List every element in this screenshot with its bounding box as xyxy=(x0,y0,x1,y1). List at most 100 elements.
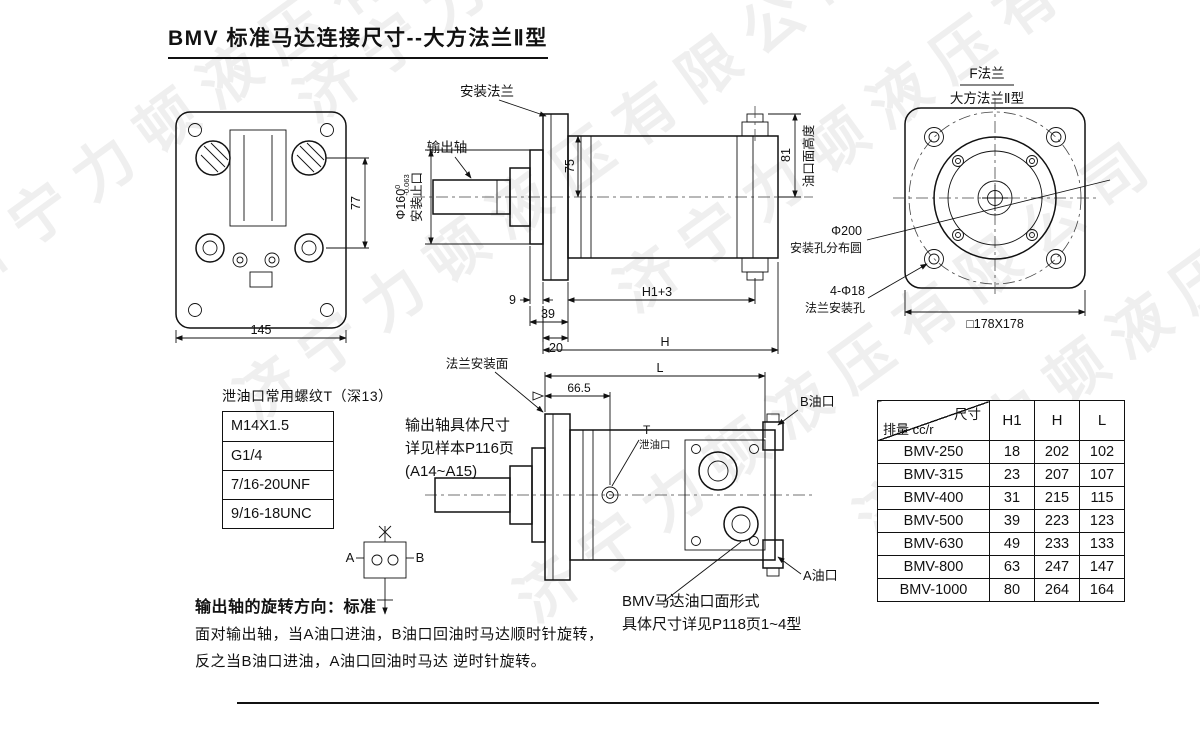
cell-h: 223 xyxy=(1034,509,1080,533)
drain-thread-table: 泄油口常用螺纹T（深13） M14X1.5 G1/4 7/16-20UNF 9/… xyxy=(222,386,393,529)
cell-model: BMV-500 xyxy=(877,509,990,533)
label-drain-port: 泄油口 xyxy=(639,438,671,451)
cell-h: 215 xyxy=(1034,486,1080,510)
a-port-hole xyxy=(723,506,759,542)
cell-h: 264 xyxy=(1034,578,1080,602)
thread-table-title: 泄油口常用螺纹T（深13） xyxy=(222,388,393,404)
label-flange-type: 大方法兰Ⅱ型 xyxy=(950,91,1024,106)
cell-model: BMV-400 xyxy=(877,486,990,510)
label-symbol-a: A xyxy=(346,550,355,565)
thread-item: 7/16-20UNF xyxy=(223,470,333,499)
size-table: 尺寸 排量 cc/r H1 H L BMV-250 18 202 102 BMV… xyxy=(877,400,1125,602)
table-row: BMV-400 31 215 115 xyxy=(877,486,1125,510)
dim-spigot-diameter: Φ1600-0.063 xyxy=(393,174,411,219)
dim-75: 75 xyxy=(563,135,584,198)
table-row: BMV-500 39 223 123 xyxy=(877,509,1125,533)
cell-model: BMV-1000 xyxy=(877,578,990,602)
cell-model: BMV-315 xyxy=(877,463,990,487)
front-width-dimension: 145 xyxy=(175,323,347,343)
flange-face-outline xyxy=(893,98,1097,298)
cell-l: 123 xyxy=(1079,509,1125,533)
datum-triangle xyxy=(532,391,545,401)
side-view-bottom: 法兰安装面 L 66.5 T 泄油口 B油口 A油口 xyxy=(425,356,838,603)
drain-callout: T 泄油口 xyxy=(611,423,671,487)
size-table-corner-cell: 尺寸 排量 cc/r xyxy=(877,400,990,441)
label-t: T xyxy=(643,423,651,437)
cell-l: 133 xyxy=(1079,532,1125,556)
thread-item: 9/16-18UNC xyxy=(223,499,333,528)
output-shaft-label: 输出轴 xyxy=(427,140,472,179)
cell-h1: 49 xyxy=(989,532,1035,556)
dim-h: H xyxy=(542,262,779,354)
size-table-header-row: 尺寸 排量 cc/r H1 H L xyxy=(877,400,1125,441)
corner-label-size: 尺寸 xyxy=(954,407,981,422)
dim-bolt-holes: 4-Φ18 xyxy=(830,284,865,298)
dim-square: □178X178 xyxy=(966,317,1024,331)
b-port-hole xyxy=(698,451,738,491)
motor-side-outline xyxy=(434,413,784,581)
svg-text:81: 81 xyxy=(779,148,793,162)
cell-h1: 80 xyxy=(989,578,1035,602)
svg-text:66.5: 66.5 xyxy=(567,381,591,395)
note-line: 具体尺寸详见P118页1~4型 xyxy=(622,616,802,633)
table-row: BMV-1000 80 264 164 xyxy=(877,578,1125,602)
label-bolt-holes: 法兰安装孔 xyxy=(805,300,865,315)
spigot-dimension: Φ1600-0.063 安装止口 xyxy=(393,149,531,245)
table-row: BMV-630 49 233 133 xyxy=(877,532,1125,556)
dim-bolt-circle: Φ200 xyxy=(831,224,862,238)
cell-l: 102 xyxy=(1079,440,1125,464)
b-port-block xyxy=(762,421,784,451)
dim-h1-plus-3: H1+3 xyxy=(567,278,756,304)
thread-table-box: M14X1.5 G1/4 7/16-20UNF 9/16-18UNC xyxy=(222,411,334,529)
cell-l: 115 xyxy=(1079,486,1125,510)
label-f-flange: F法兰 xyxy=(969,66,1004,81)
bolt-hole-callout: 4-Φ18 法兰安装孔 xyxy=(805,263,928,315)
label-a-port: A油口 xyxy=(803,568,838,583)
note-line: BMV马达油口面形式 xyxy=(622,593,760,610)
cell-h1: 23 xyxy=(989,463,1035,487)
dim-81-port-height: 81 油口面高度 xyxy=(768,113,816,198)
note-line: 输出轴具体尺寸 xyxy=(405,417,511,434)
cell-h1: 18 xyxy=(989,440,1035,464)
label-symbol-b: B xyxy=(416,550,425,565)
label-mounting-flange: 安装法兰 xyxy=(460,84,514,99)
dim-9: 9 xyxy=(509,246,553,307)
footer-rule xyxy=(237,702,1099,704)
hydraulic-symbol: A B xyxy=(346,525,425,615)
cell-l: 147 xyxy=(1079,555,1125,579)
col-header-h: H xyxy=(1034,400,1080,441)
front-height-dimension: 77 xyxy=(326,157,369,249)
cell-h: 247 xyxy=(1034,555,1080,579)
dim-145: 145 xyxy=(251,323,272,337)
page-title: BMV 标准马达连接尺寸--大方法兰Ⅱ型 xyxy=(168,22,548,59)
dim-66-5: 66.5 xyxy=(544,381,611,485)
svg-text:9: 9 xyxy=(509,293,516,307)
front-view: 145 77 xyxy=(175,111,369,343)
port-face-plate xyxy=(684,439,766,551)
port-note-leader xyxy=(662,541,742,603)
cell-h: 233 xyxy=(1034,532,1080,556)
bottom-port-fitting xyxy=(741,257,769,273)
svg-text:H1+3: H1+3 xyxy=(642,285,672,299)
dim-l: L xyxy=(544,361,766,438)
cell-h: 202 xyxy=(1034,440,1080,464)
note-line: 输出轴的旋转方向：标准 xyxy=(195,599,377,616)
label-flange-mounting-face: 法兰安装面 xyxy=(446,356,509,371)
col-header-l: L xyxy=(1079,400,1125,441)
corner-label-displacement: 排量 cc/r xyxy=(883,422,934,437)
bolt-circle-callout: Φ200 安装孔分布圆 xyxy=(790,179,1111,255)
label-b-port: B油口 xyxy=(800,394,835,409)
motor-side-outline xyxy=(432,106,779,281)
cell-model: BMV-250 xyxy=(877,440,990,464)
svg-text:H: H xyxy=(660,335,669,349)
cell-model: BMV-630 xyxy=(877,532,990,556)
thread-item: G1/4 xyxy=(223,441,333,470)
shaft-dimension-note: 输出轴具体尺寸 详见样本P116页 (A14~A15) xyxy=(405,414,514,483)
square-dimension: □178X178 xyxy=(904,290,1086,331)
table-row: BMV-250 18 202 102 xyxy=(877,440,1125,464)
cell-l: 107 xyxy=(1079,463,1125,487)
cell-model: BMV-800 xyxy=(877,555,990,579)
b-port-callout: B油口 xyxy=(777,394,835,426)
label-bolt-circle: 安装孔分布圆 xyxy=(790,240,862,255)
